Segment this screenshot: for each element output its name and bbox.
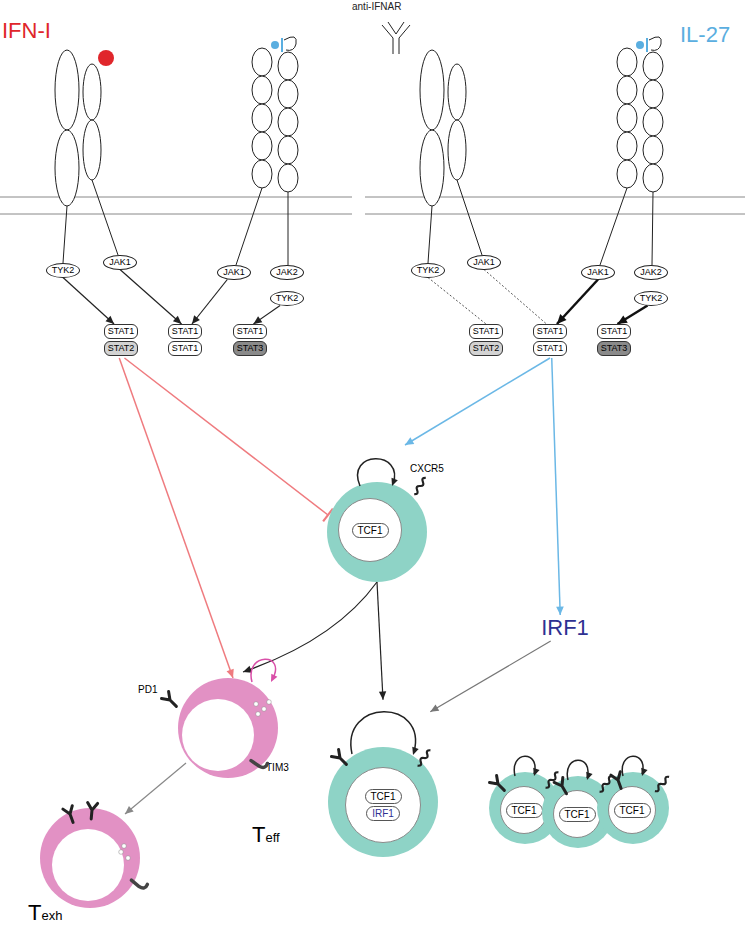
- kinase-oval: TYK2: [46, 263, 81, 278]
- signal-connector: [405, 358, 550, 445]
- label-text: TYK2: [52, 265, 75, 276]
- kinase-oval: JAK1: [467, 255, 501, 270]
- nucleus: TCF1: [553, 790, 601, 838]
- stat-dimer: STAT1STAT1: [533, 324, 568, 358]
- signal-connector: [124, 358, 332, 521]
- signal-connector: [253, 306, 280, 325]
- label-text: CXCR5: [410, 463, 444, 474]
- signal-connector: [430, 641, 550, 712]
- stat-dimer: STAT1STAT2: [104, 324, 139, 358]
- label-text: JAK2: [276, 267, 298, 278]
- gene-pill: IRF1: [366, 806, 400, 821]
- signal-connector: [552, 358, 564, 615]
- stat-protein: STAT2: [104, 341, 139, 356]
- cytokine-title: IFN-I: [2, 18, 51, 44]
- label-text: Texh: [28, 900, 62, 926]
- label-text: TYK2: [276, 293, 299, 304]
- stat-protein: STAT3: [597, 341, 632, 356]
- cytokine-title: IL-27: [680, 22, 730, 48]
- label-text: Teff: [252, 822, 280, 848]
- signal-connector: [119, 358, 233, 678]
- nucleus-shape: [182, 699, 254, 771]
- stat-protein: STAT1: [168, 324, 203, 339]
- t-cell: Texh: [40, 808, 140, 908]
- nucleus: TCF1IRF1: [345, 767, 421, 843]
- stat-protein: STAT2: [469, 341, 504, 356]
- kinase-oval: JAK2: [634, 265, 668, 280]
- signal-connector: [120, 270, 182, 325]
- label-text: PD1: [138, 684, 157, 695]
- stat-protein: STAT1: [533, 341, 568, 356]
- antibody-label: anti-IFNAR: [352, 1, 401, 12]
- label-text: TIM3: [266, 762, 289, 773]
- signal-connector: [192, 280, 227, 325]
- pd1-receptor: [162, 692, 180, 710]
- signal-connector: [63, 278, 114, 325]
- cxcr5-receptor: [413, 477, 428, 496]
- label-text: JAK2: [640, 267, 662, 278]
- stat-dimer: STAT1STAT2: [469, 324, 504, 358]
- stat-protein: STAT1: [469, 324, 504, 339]
- label-text: JAK1: [587, 267, 609, 278]
- stat-protein: STAT1: [533, 324, 568, 339]
- signal-connector: [428, 278, 486, 325]
- stat-dimer: STAT1STAT1: [168, 324, 203, 358]
- stat-dimer: STAT1STAT3: [233, 324, 268, 358]
- signal-connector: [557, 280, 598, 325]
- nucleus: TCF1: [500, 786, 548, 834]
- stat-dimer: STAT1STAT3: [597, 324, 632, 358]
- gene-pill: TCF1: [352, 523, 389, 538]
- t-cell: TCF1: [597, 772, 669, 844]
- gene-pill: TCF1: [365, 789, 402, 804]
- signal-connector: [125, 763, 186, 814]
- nucleus-shape: [52, 829, 124, 901]
- stat-protein: STAT3: [233, 341, 268, 356]
- stat-protein: STAT1: [597, 324, 632, 339]
- kinase-oval: JAK1: [217, 265, 251, 280]
- label-text: TYK2: [640, 293, 663, 304]
- label-text: IRF1: [541, 615, 589, 641]
- t-cell: CXCR5TCF1: [327, 482, 427, 582]
- irf1-label: IRF1: [541, 615, 589, 641]
- label-text: JAK1: [473, 257, 495, 268]
- stat-protein: STAT1: [168, 341, 203, 356]
- kinase-oval: JAK1: [581, 265, 615, 280]
- stat-protein: STAT1: [233, 324, 268, 339]
- kinase-oval: JAK2: [270, 265, 304, 280]
- kinase-oval: TYK2: [411, 263, 446, 278]
- t-cell: PD1TIM3Teff: [178, 678, 278, 778]
- self-renewal-loop: [251, 659, 277, 682]
- stat-protein: STAT1: [104, 324, 139, 339]
- nucleus: TCF1: [608, 786, 656, 834]
- signal-connector: [243, 582, 377, 673]
- gene-pill: TCF1: [559, 807, 596, 822]
- signal-connector: [484, 270, 547, 325]
- signal-connector: [377, 582, 386, 700]
- t-cell: TCF1IRF1: [328, 747, 438, 857]
- kinase-oval: TYK2: [270, 291, 305, 306]
- kinase-oval: TYK2: [634, 291, 669, 306]
- signal-connector: [617, 306, 647, 325]
- label-text: JAK1: [109, 257, 131, 268]
- label-text: TYK2: [417, 265, 440, 276]
- label-text: JAK1: [223, 267, 245, 278]
- gene-pill: TCF1: [506, 803, 543, 818]
- gene-pill: TCF1: [614, 803, 651, 818]
- kinase-oval: JAK1: [103, 255, 137, 270]
- nucleus: TCF1: [338, 498, 402, 562]
